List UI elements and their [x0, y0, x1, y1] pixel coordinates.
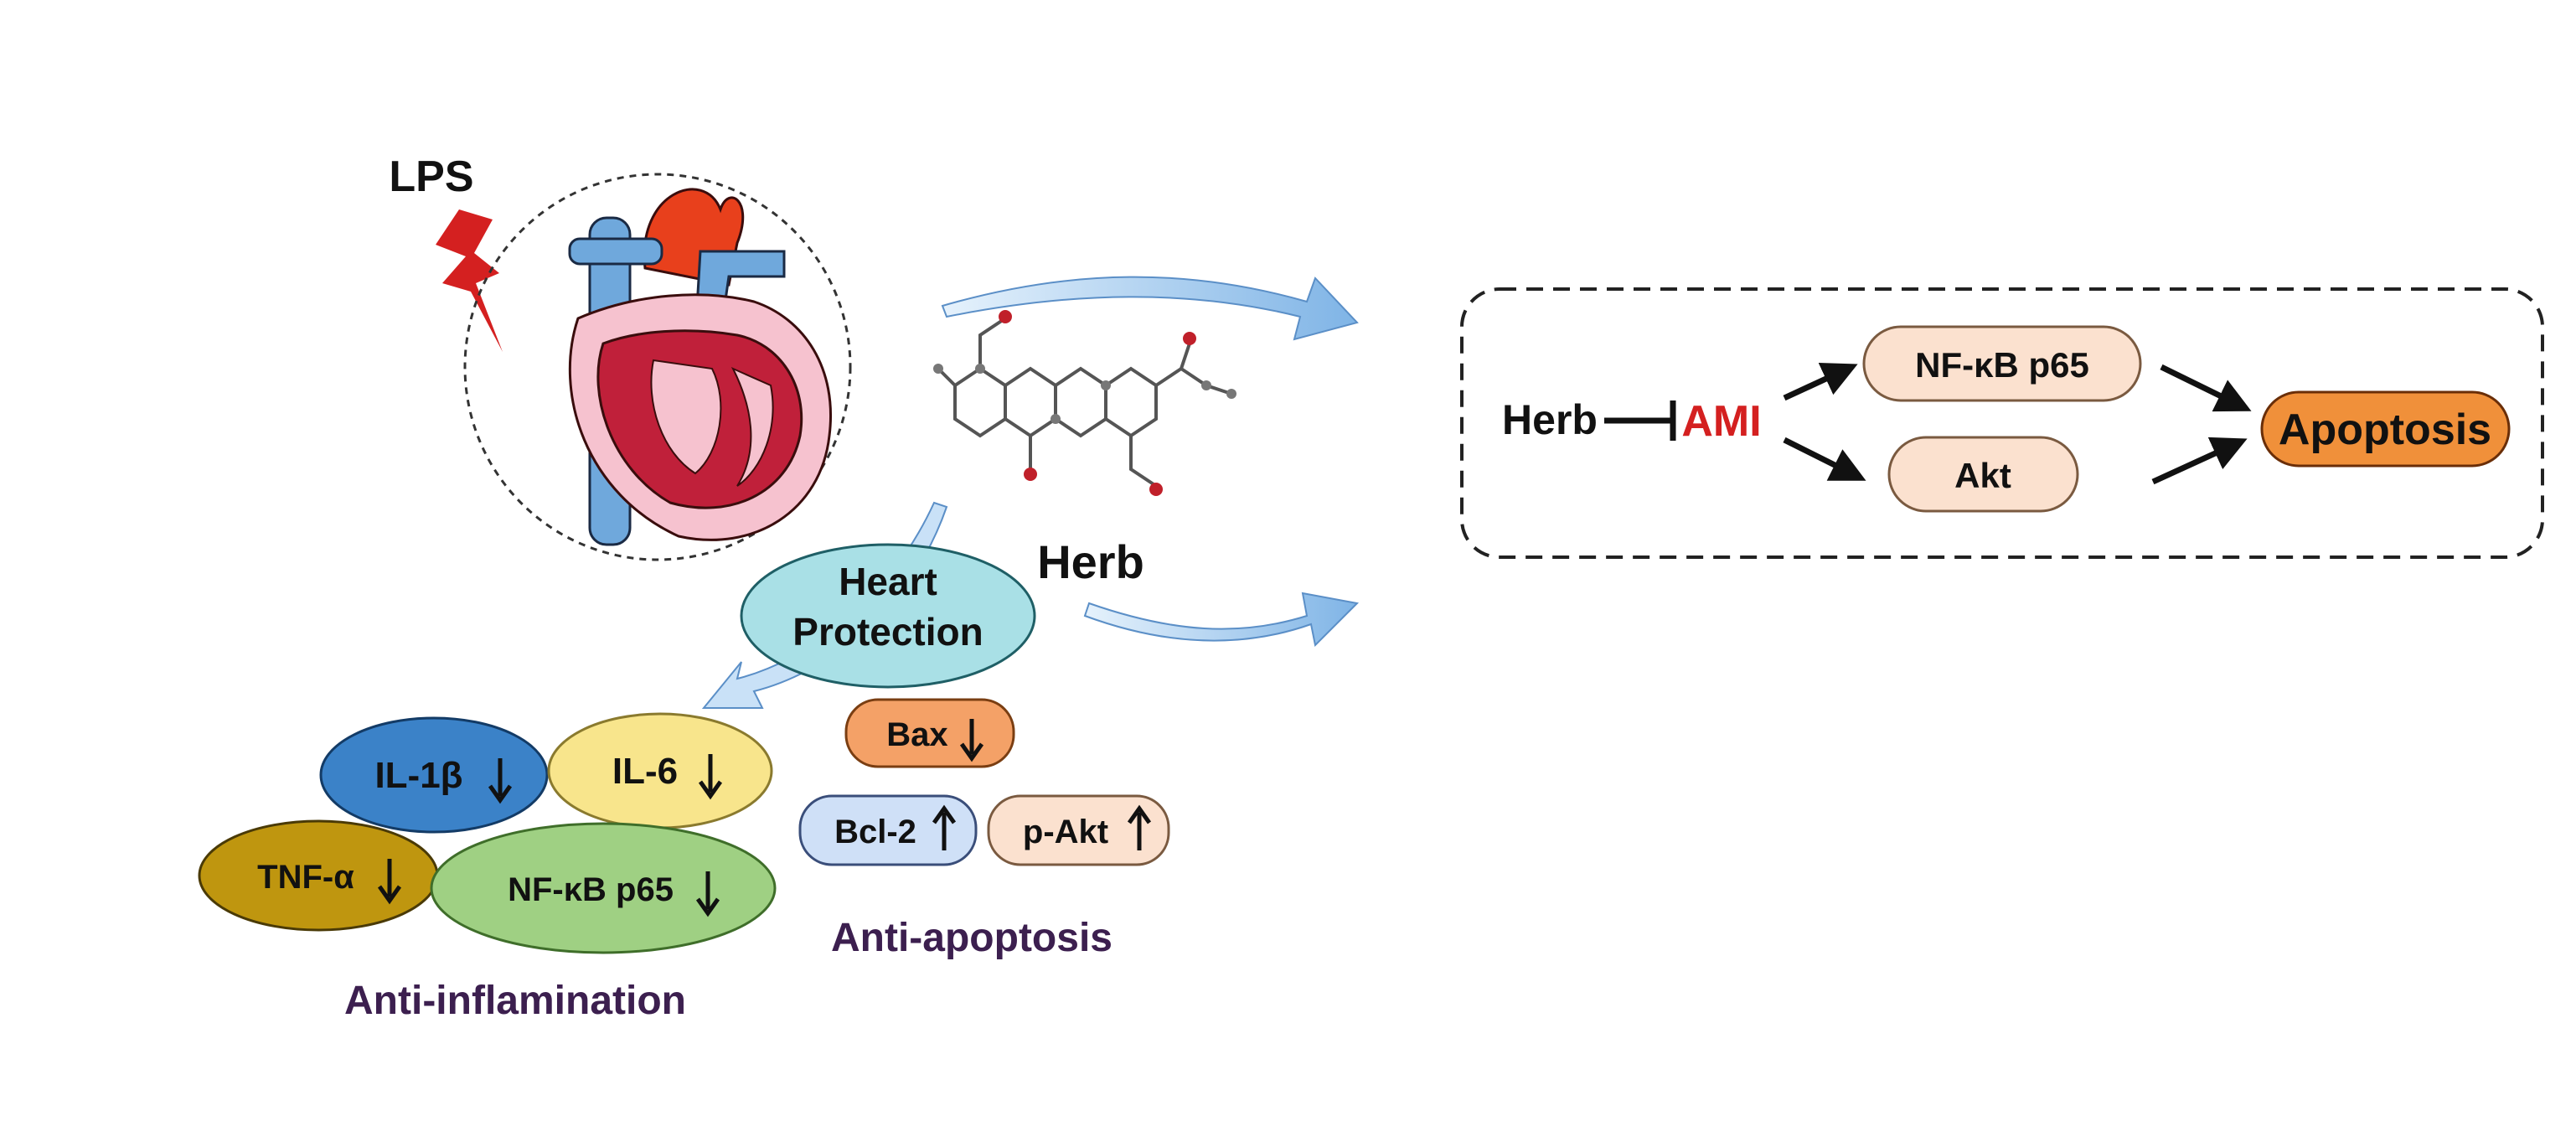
il6-label: IL-6 — [612, 751, 678, 792]
down-arrow-icon — [488, 758, 513, 804]
heart-protection-node — [740, 543, 1036, 689]
anti-inflammation-title: Anti-inflamination — [344, 979, 686, 1023]
bcl2-label: Bcl-2 — [834, 814, 916, 850]
molecule-icon — [933, 310, 1236, 496]
arrow-ami-to-akt — [1783, 437, 1866, 481]
nfkb-label: NF-κB p65 — [508, 871, 674, 908]
down-arrow-icon — [959, 719, 984, 762]
il1b-node — [319, 716, 549, 834]
tnfa-label: TNF-α — [257, 859, 354, 896]
lightning-icon — [436, 209, 503, 352]
arrow-to-mechanism-top — [941, 276, 1359, 341]
up-arrow-icon — [932, 804, 957, 850]
pakt-node — [987, 794, 1170, 866]
heart-protection-line2: Protection — [792, 610, 983, 654]
heart-protection-line1: Heart — [839, 560, 937, 603]
lps-label: LPS — [389, 152, 473, 201]
down-arrow-icon — [698, 754, 723, 800]
down-arrow-icon — [695, 871, 720, 917]
up-arrow-icon — [1127, 804, 1152, 850]
nfkb-node — [430, 822, 777, 954]
arrow-ami-to-nfkb — [1783, 363, 1858, 401]
pakt-label: p-Akt — [1023, 814, 1108, 850]
apoptosis-label: Apoptosis — [2279, 406, 2491, 454]
heart-icon — [568, 188, 832, 546]
bcl2-node — [798, 794, 978, 866]
arrow-nfkb-to-apoptosis — [2160, 364, 2252, 412]
herb-label: Herb — [1037, 535, 1144, 588]
mechanism-akt-label: Akt — [1954, 456, 2011, 495]
ami-label: AMI — [1681, 397, 1761, 446]
heart-circle — [463, 173, 852, 561]
mechanism-nfkb-node — [1862, 325, 2142, 402]
mechanism-box — [1460, 287, 2544, 559]
mechanism-akt-node — [1887, 436, 2079, 513]
mechanism-nfkb-label: NF-κB p65 — [1915, 345, 2089, 385]
arrow-to-mechanism-bottom — [1083, 592, 1360, 648]
arrow-akt-to-apoptosis — [2151, 437, 2248, 485]
apoptosis-node — [2260, 390, 2511, 468]
bax-label: Bax — [886, 716, 947, 753]
il1b-label: IL-1β — [374, 755, 462, 796]
mechanism-herb-label: Herb — [1502, 396, 1598, 443]
anti-apoptosis-title: Anti-apoptosis — [831, 916, 1112, 960]
down-arrow-icon — [377, 859, 402, 905]
